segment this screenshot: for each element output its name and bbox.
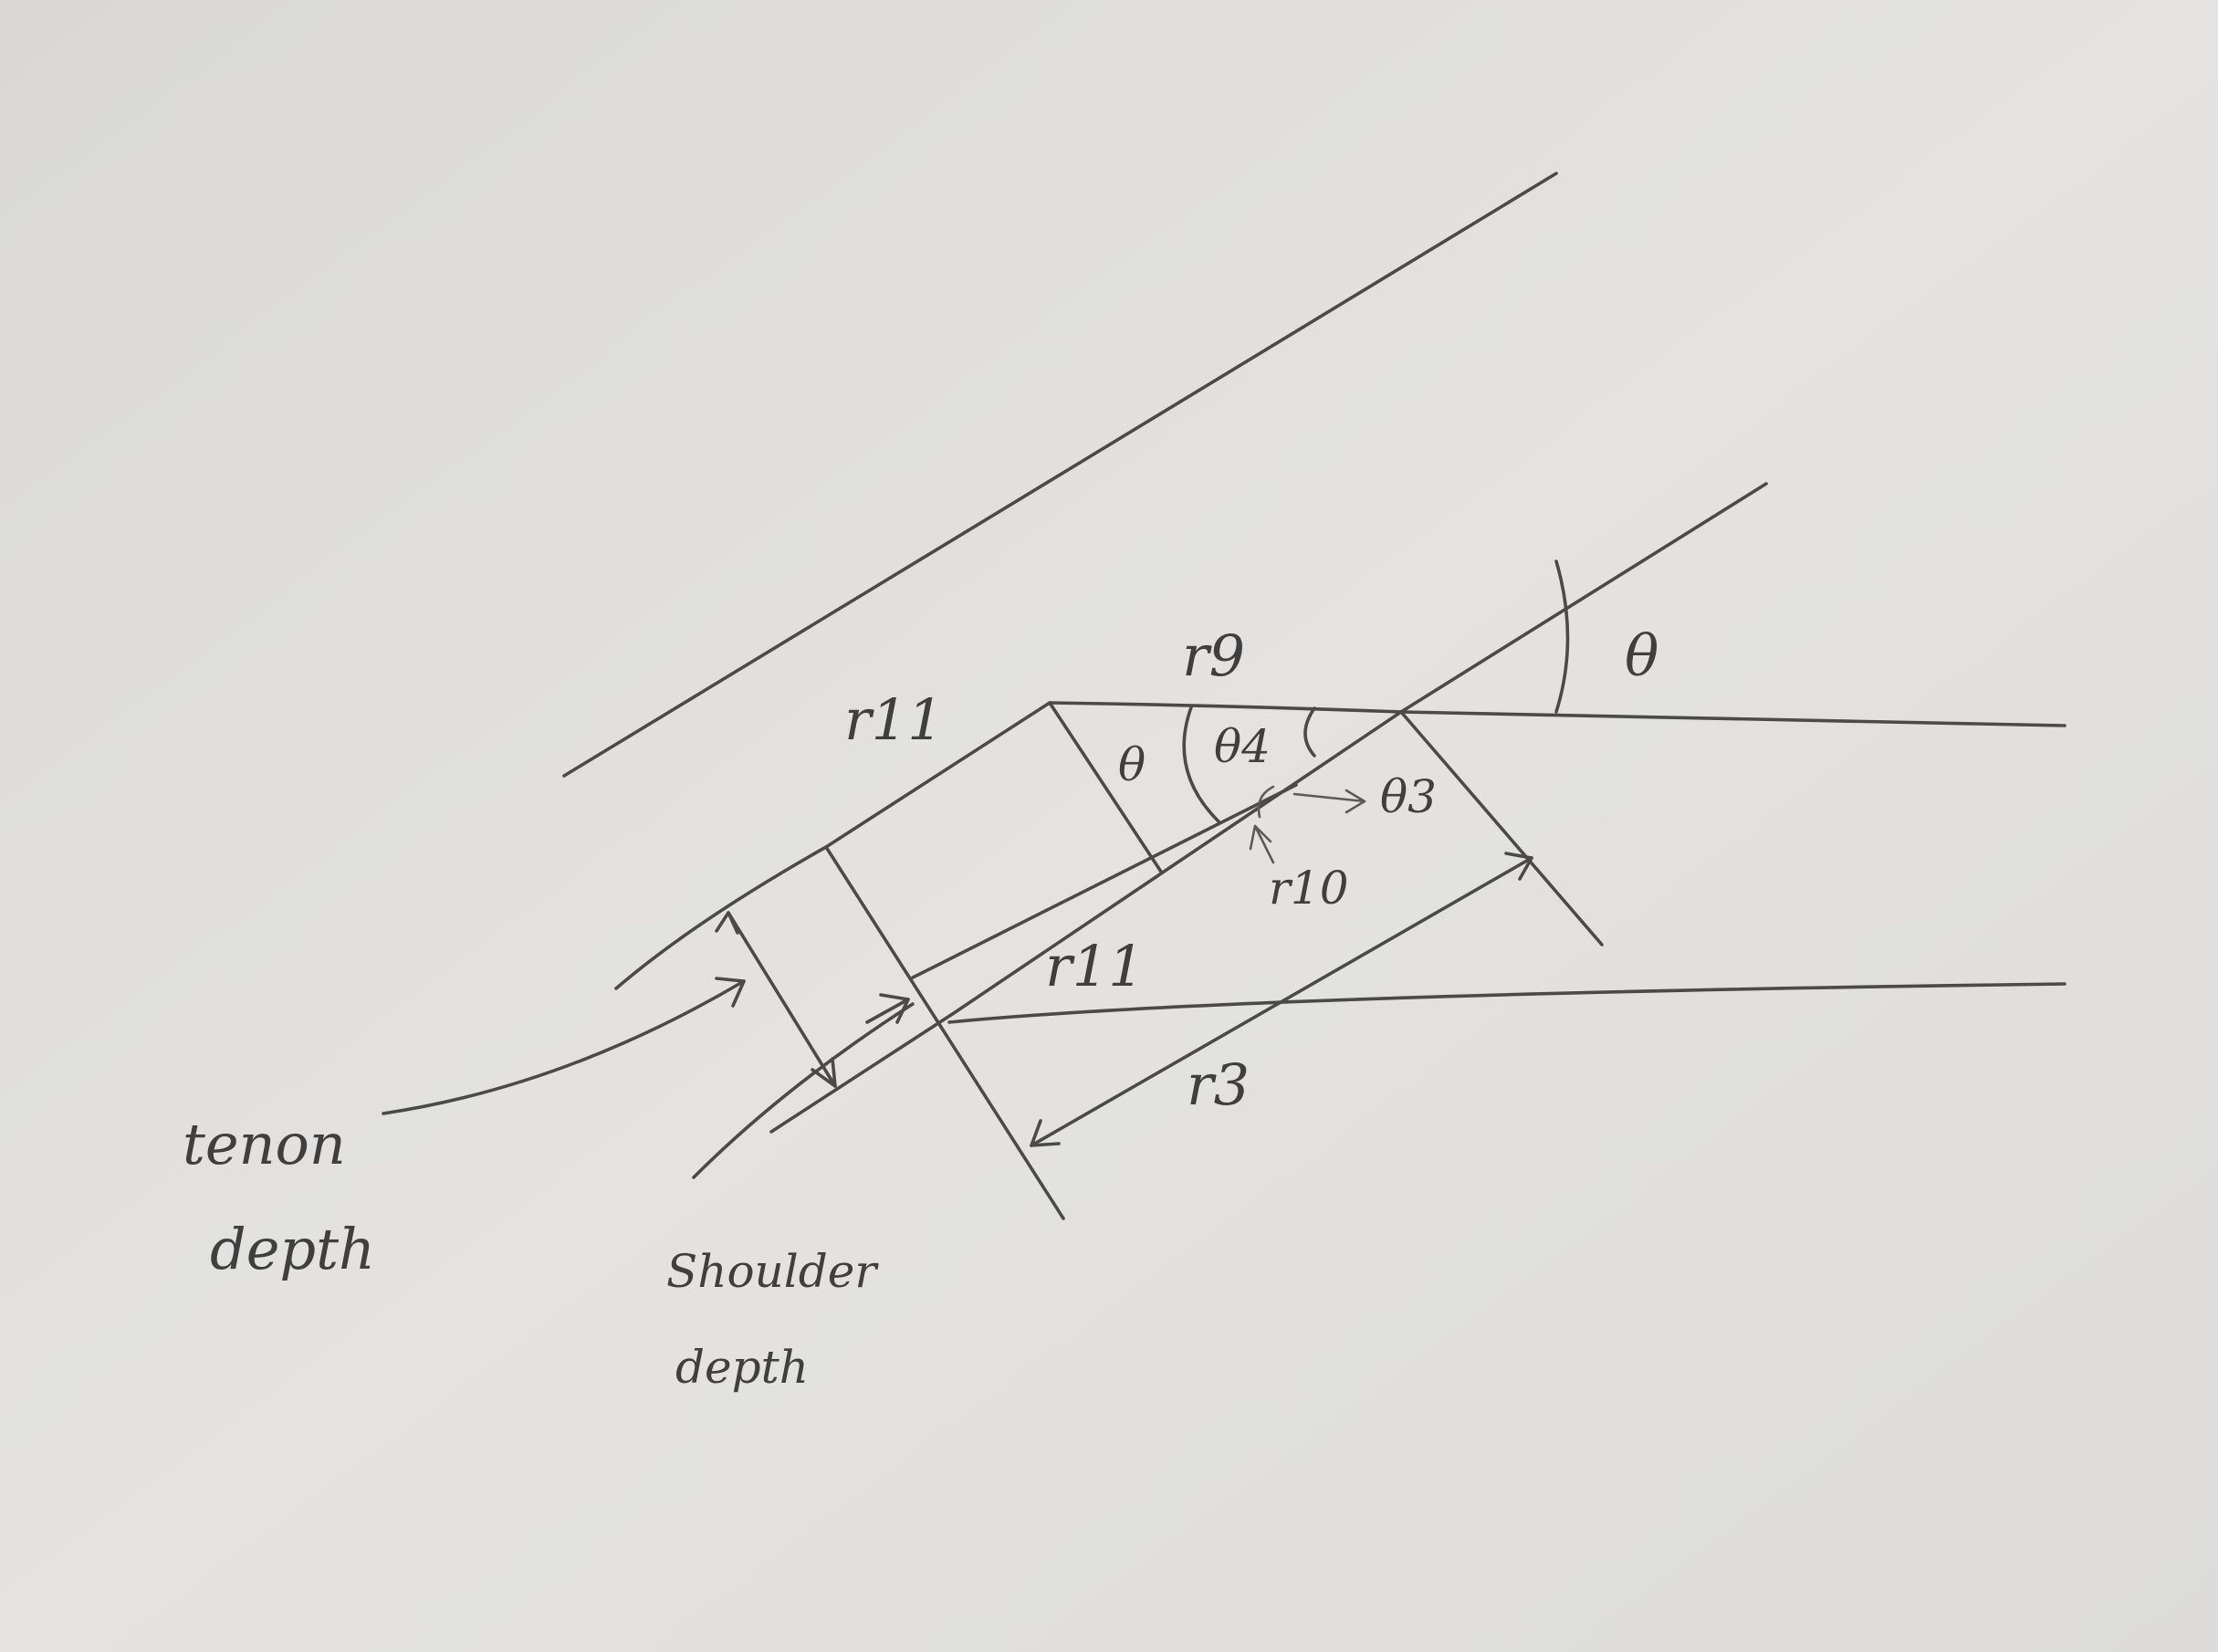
r10-pointer-head [1249, 824, 1272, 851]
r3-arrowhead-bottom [1030, 1119, 1061, 1147]
shoulder-depth-arrowhead [879, 993, 910, 1024]
label-r10: r10 [1269, 862, 1349, 915]
label-r3: r3 [1187, 1051, 1250, 1118]
r3-arrowhead-top [1504, 852, 1533, 881]
upper-beam-edge [562, 172, 1558, 778]
theta3-arc [1257, 785, 1275, 819]
tenon-outer-edge [614, 701, 1051, 990]
r10-pointer [1253, 824, 1275, 864]
shoulder-cut-line [824, 845, 1065, 1220]
r9-line [1048, 701, 1403, 714]
diagonal-center-line [769, 710, 1403, 1134]
label-r11-lower: r11 [1045, 933, 1145, 999]
tenon-depth-leader [382, 979, 746, 1115]
r3-dimension [1030, 856, 1533, 1147]
label-tenon-depth-line2: depth [210, 1216, 375, 1282]
theta-left-arc [1182, 706, 1220, 823]
label-r11-upper: r11 [844, 686, 944, 753]
theta3-pointer-head [1344, 789, 1366, 814]
tenon-depth-arrowhead-top [715, 911, 739, 935]
diagonal-top-edge [1399, 482, 1768, 714]
theta3-pointer [1292, 792, 1366, 803]
label-shoulder-depth-line1: Shoulder [666, 1245, 879, 1298]
horizontal-bottom-edge [947, 982, 2066, 1024]
horizontal-top-edge [1399, 710, 2066, 727]
theta-right-arc [1554, 559, 1570, 714]
tenon-end-cut [1048, 701, 1163, 873]
shoulder-depth-leader [865, 998, 910, 1024]
label-theta4: θ4 [1214, 720, 1271, 773]
r3-reference-line [1399, 710, 1604, 946]
tenon-depth-arrowhead-bottom [811, 1057, 837, 1088]
label-r9: r9 [1182, 622, 1245, 689]
tenon-depth-dimension [727, 911, 837, 1088]
shoulder-lower-curve [692, 1002, 915, 1179]
label-theta3: θ3 [1380, 770, 1437, 823]
label-theta-right: θ [1625, 622, 1658, 689]
tenon-depth-leader-arrowhead [715, 977, 746, 1008]
label-tenon-depth-line1: tenon [183, 1111, 346, 1177]
theta4-arc [1303, 706, 1316, 758]
label-shoulder-depth-line2: depth [675, 1341, 809, 1394]
tenon-inner-line [911, 783, 1298, 979]
label-theta-left: θ [1118, 738, 1146, 791]
